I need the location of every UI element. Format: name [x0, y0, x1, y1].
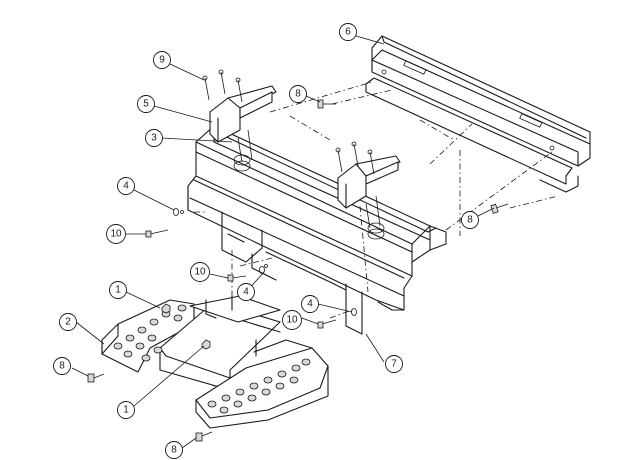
callout-label: 7 — [391, 359, 397, 370]
callout-label: 8 — [171, 445, 177, 456]
nut-icon — [201, 339, 211, 350]
callout-balloon: 4 — [117, 177, 135, 195]
callout-label: 4 — [307, 299, 313, 310]
callout-balloon: 5 — [137, 95, 155, 113]
callout-balloon: 1 — [117, 401, 135, 419]
callout-balloon: 6 — [339, 23, 357, 41]
hole-pattern-left — [113, 304, 187, 362]
bolt-set-right — [335, 141, 381, 229]
callout-balloon: 4 — [237, 283, 255, 301]
callout-balloon: 10 — [190, 262, 210, 282]
callout-label: 10 — [110, 229, 122, 240]
part-main-crossmember — [180, 125, 447, 335]
callout-balloon: 7 — [385, 355, 403, 373]
part-right-bracket — [335, 141, 401, 229]
part-lower-bracket — [101, 295, 329, 429]
part-rear-channel — [365, 35, 591, 193]
callout-balloon: 10 — [282, 310, 302, 330]
callout-label: 4 — [243, 287, 249, 298]
callout-label: 5 — [143, 99, 149, 110]
callout-label: 8 — [467, 215, 473, 226]
callout-label: 6 — [345, 27, 351, 38]
callout-balloon: 8 — [461, 211, 479, 229]
callout-balloon: 8 — [53, 357, 71, 375]
callout-label: 10 — [194, 267, 206, 278]
callout-label: 8 — [295, 89, 301, 100]
callout-balloon: 9 — [153, 51, 171, 69]
callout-label: 9 — [159, 55, 165, 66]
callout-label: 1 — [115, 285, 121, 296]
callout-balloon: 10 — [106, 224, 126, 244]
callout-label: 10 — [286, 315, 298, 326]
hole-pattern-right — [207, 358, 311, 414]
leader-lines — [71, 35, 495, 449]
callout-balloon: 4 — [301, 295, 319, 313]
callout-label: 3 — [151, 133, 157, 144]
callout-balloon: 8 — [165, 441, 183, 459]
fasteners — [87, 99, 509, 442]
bolt-set-left — [202, 69, 253, 163]
callout-balloon: 3 — [145, 129, 163, 147]
callout-balloons: 9 6 8 5 3 4 10 8 10 4 1 2 4 10 7 8 1 8 — [53, 23, 479, 459]
part-left-bracket — [202, 69, 277, 163]
callout-balloon: 2 — [59, 313, 77, 331]
nut-icon — [161, 303, 171, 314]
callout-balloon: 8 — [289, 85, 307, 103]
callout-label: 1 — [123, 405, 129, 416]
callout-label: 2 — [65, 317, 71, 328]
callout-label: 4 — [123, 181, 129, 192]
callout-label: 8 — [59, 361, 65, 372]
callout-balloon: 1 — [109, 281, 127, 299]
